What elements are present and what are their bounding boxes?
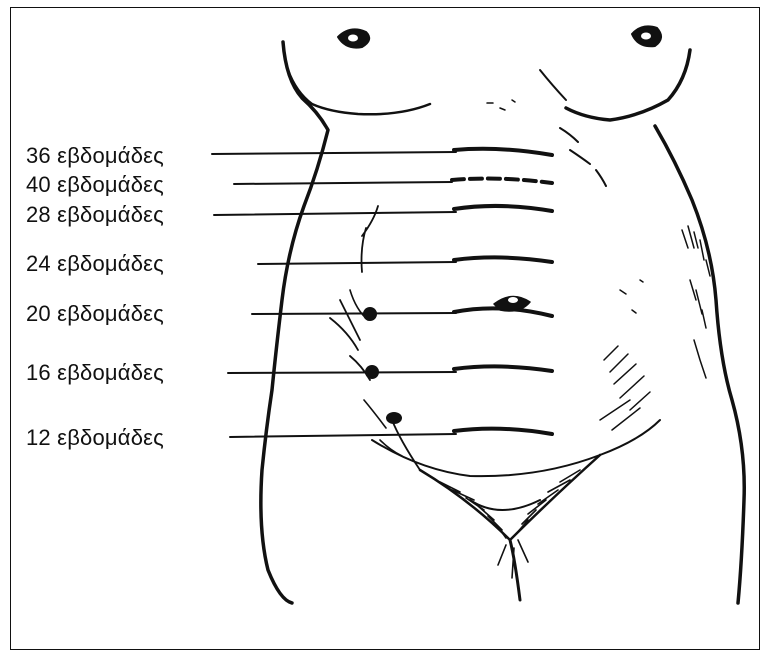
fundal-mark-28 [454, 206, 552, 211]
fundal-mark-40 [452, 179, 552, 183]
fundal-mark-36 [454, 149, 552, 155]
leader-40 [234, 182, 452, 184]
label-28-weeks: 28 εβδομάδες [26, 204, 164, 226]
left-nipple [338, 29, 369, 47]
left-body-contour [261, 42, 328, 603]
right-side-hatching [600, 226, 710, 430]
label-36-weeks: 36 εβδομάδες [26, 145, 164, 167]
label-16-weeks: 16 εβδομάδες [26, 362, 164, 384]
pubic-region [420, 455, 600, 600]
marker-dot-16 [365, 365, 379, 379]
right-body-contour-lower [655, 126, 744, 603]
label-24-weeks: 24 εβδομάδες [26, 253, 164, 275]
marker-dot-12 [386, 412, 402, 424]
leader-16 [228, 372, 456, 373]
right-body-contour [566, 50, 690, 120]
fundal-mark-16 [454, 366, 552, 371]
marker-dot-20 [363, 307, 377, 321]
left-flank-shading [330, 206, 378, 380]
right-nipple [632, 26, 661, 46]
fundal-mark-12 [454, 429, 552, 434]
inguinal-left [392, 420, 420, 470]
label-12-weeks: 12 εβδομάδες [26, 427, 164, 449]
chest-marks [487, 100, 515, 110]
leader-28 [214, 212, 456, 215]
leader-20 [252, 313, 456, 314]
label-20-weeks: 20 εβδομάδες [26, 303, 164, 325]
fundal-height-marks [452, 149, 552, 434]
left-breast-underline [288, 70, 430, 114]
label-40-weeks: 40 εβδομάδες [26, 174, 164, 196]
leader-36 [212, 152, 456, 154]
fundal-mark-24 [454, 257, 552, 262]
rib-shading [560, 128, 606, 186]
leader-12 [230, 434, 456, 437]
leader-lines [212, 152, 456, 437]
right-breast-inner [540, 70, 566, 100]
